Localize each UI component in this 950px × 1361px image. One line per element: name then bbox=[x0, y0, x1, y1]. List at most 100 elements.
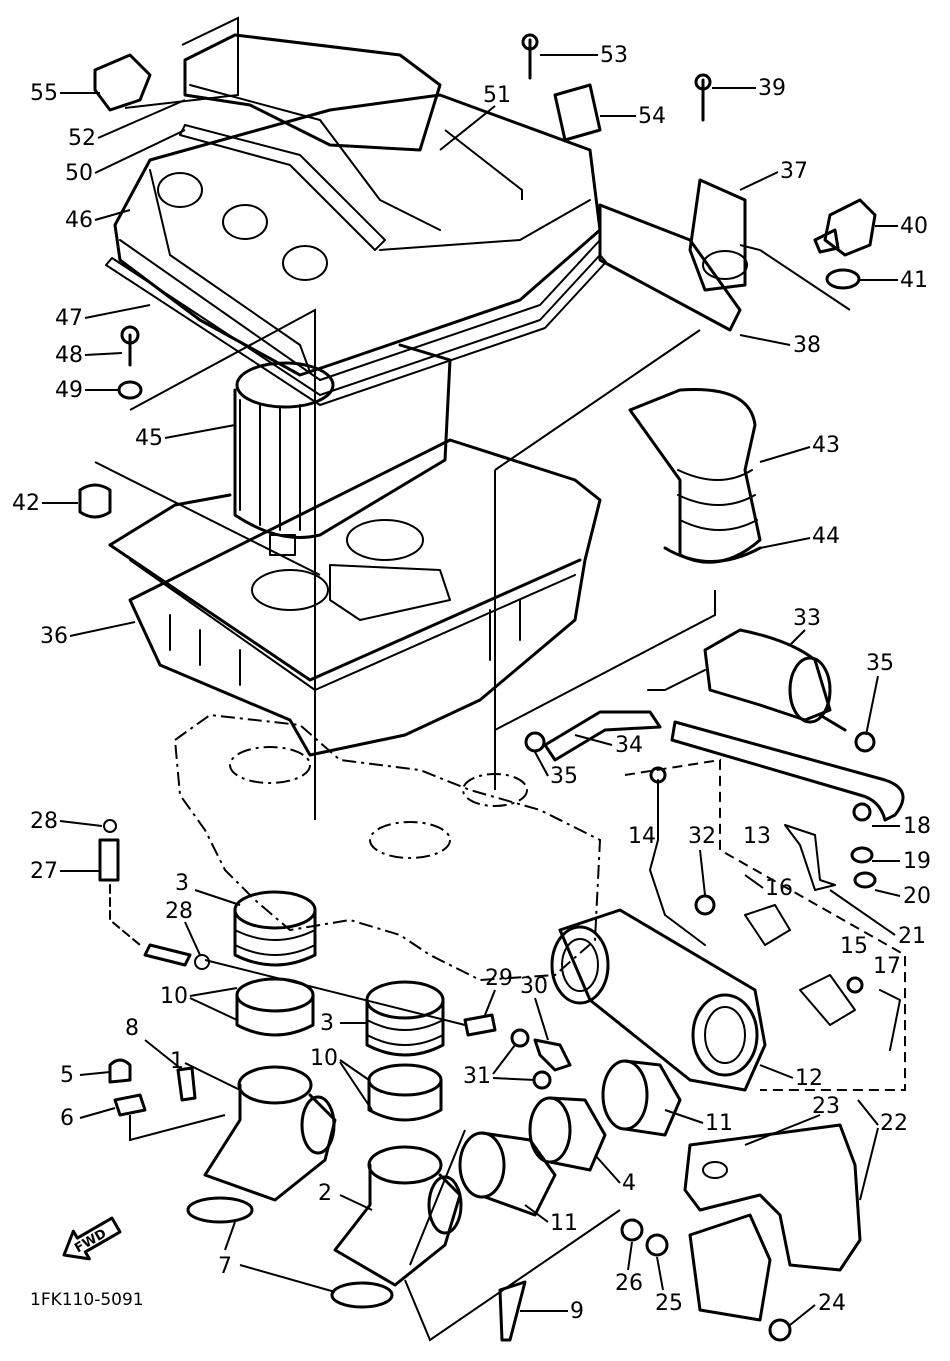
grommet-42 bbox=[78, 483, 112, 519]
intake-pipe-43 bbox=[628, 387, 762, 564]
connector-54 bbox=[553, 83, 602, 142]
carb-joint-1 bbox=[203, 1065, 337, 1202]
label-9: 9 bbox=[570, 1299, 584, 1324]
intake-duct bbox=[183, 33, 442, 231]
label-52: 52 bbox=[68, 126, 96, 151]
label-34: 34 bbox=[615, 733, 643, 758]
label-50: 50 bbox=[65, 161, 93, 186]
collar-25 bbox=[645, 1233, 669, 1257]
joint-4 bbox=[528, 1096, 607, 1172]
label-35b: 35 bbox=[550, 764, 578, 789]
hose-27 bbox=[98, 838, 120, 882]
bracket-21 bbox=[784, 824, 836, 891]
label-53: 53 bbox=[600, 43, 628, 68]
label-31: 31 bbox=[463, 1064, 491, 1089]
connector-55 bbox=[93, 53, 152, 112]
elbow-40 bbox=[813, 198, 877, 257]
screw-22 bbox=[852, 802, 872, 822]
throttle-body-12 bbox=[550, 908, 767, 1092]
group-box-13 bbox=[624, 758, 906, 1091]
label-55: 55 bbox=[30, 81, 58, 106]
label-7: 7 bbox=[218, 1254, 232, 1279]
joint-11-upper bbox=[601, 1059, 682, 1137]
label-20: 24 bbox=[818, 1291, 846, 1316]
label-16: 16 bbox=[765, 876, 793, 901]
label-11b: 11 bbox=[550, 1211, 578, 1236]
collar-23 bbox=[850, 846, 874, 864]
joint-3-lower bbox=[365, 980, 445, 1057]
label-19: 23 bbox=[812, 1094, 840, 1119]
screw-32 bbox=[694, 894, 716, 916]
hose-28b bbox=[143, 943, 192, 967]
clamp-6 bbox=[113, 1093, 147, 1117]
label-1: 1 bbox=[170, 1049, 184, 1074]
label-45: 45 bbox=[135, 426, 163, 451]
label-15: 15 bbox=[840, 934, 868, 959]
label-4: 4 bbox=[622, 1171, 636, 1196]
switch-17 bbox=[799, 974, 856, 1026]
sensor-16 bbox=[744, 904, 791, 946]
collar-26 bbox=[620, 1218, 644, 1242]
label-48: 48 bbox=[55, 343, 83, 368]
label-13: 13 bbox=[743, 824, 771, 849]
label-35a: 35 bbox=[866, 651, 894, 676]
label-37: 37 bbox=[780, 159, 808, 184]
label-14: 14 bbox=[628, 824, 656, 849]
label-51: 51 bbox=[483, 83, 511, 108]
label-17: 17 bbox=[873, 954, 901, 979]
clip-31b bbox=[532, 1070, 552, 1090]
label-3a: 3 bbox=[175, 871, 189, 896]
label-26: 26 bbox=[615, 1271, 643, 1296]
label-49: 49 bbox=[55, 378, 83, 403]
label-44: 44 bbox=[812, 524, 840, 549]
joint-3-upper bbox=[233, 890, 317, 967]
o-ring-7b bbox=[330, 1281, 394, 1309]
air-filter-element bbox=[233, 343, 452, 556]
o-ring-7 bbox=[186, 1196, 254, 1224]
o-ring-41 bbox=[825, 268, 861, 290]
label-36: 36 bbox=[40, 624, 68, 649]
clip-28b bbox=[194, 954, 210, 970]
clamp-35b bbox=[854, 731, 876, 753]
cap-5 bbox=[108, 1058, 132, 1084]
label-10b: 10 bbox=[310, 1046, 338, 1071]
label-47: 47 bbox=[55, 306, 83, 331]
nipple-29 bbox=[463, 1013, 497, 1037]
cover-18 bbox=[683, 1123, 862, 1322]
clamp-10-upper bbox=[235, 977, 315, 1037]
label-23: 19 bbox=[903, 849, 931, 874]
fuel-filter-33 bbox=[647, 628, 847, 732]
label-24: 20 bbox=[903, 884, 931, 909]
label-40: 40 bbox=[900, 214, 928, 239]
label-42: 42 bbox=[12, 491, 40, 516]
bolt-8 bbox=[176, 1066, 197, 1102]
label-25: 25 bbox=[655, 1291, 683, 1316]
label-3b: 3 bbox=[320, 1011, 334, 1036]
label-39: 39 bbox=[758, 76, 786, 101]
label-30: 30 bbox=[520, 974, 548, 999]
joint-11-lower bbox=[458, 1131, 557, 1217]
clip-28 bbox=[103, 819, 117, 833]
label-18: 22 bbox=[880, 1111, 908, 1136]
label-32: 32 bbox=[688, 824, 716, 849]
label-38: 38 bbox=[793, 333, 821, 358]
label-8: 8 bbox=[125, 1016, 139, 1041]
label-6: 6 bbox=[60, 1106, 74, 1131]
bolt-9 bbox=[498, 1280, 527, 1342]
label-54: 54 bbox=[638, 104, 666, 129]
label-43: 43 bbox=[812, 433, 840, 458]
air-box-case bbox=[108, 438, 602, 757]
label-28b: 28 bbox=[165, 899, 193, 924]
clamp-35a bbox=[524, 731, 546, 753]
hose-34 bbox=[543, 710, 662, 762]
washer-24 bbox=[853, 871, 877, 889]
engine-outline bbox=[173, 713, 602, 982]
label-5: 5 bbox=[60, 1063, 74, 1088]
label-41: 41 bbox=[900, 268, 928, 293]
label-12: 12 bbox=[795, 1066, 823, 1091]
label-33: 33 bbox=[793, 606, 821, 631]
cable-14 bbox=[649, 779, 706, 946]
label-22: 18 bbox=[903, 814, 931, 839]
clip-31a bbox=[510, 1028, 530, 1048]
